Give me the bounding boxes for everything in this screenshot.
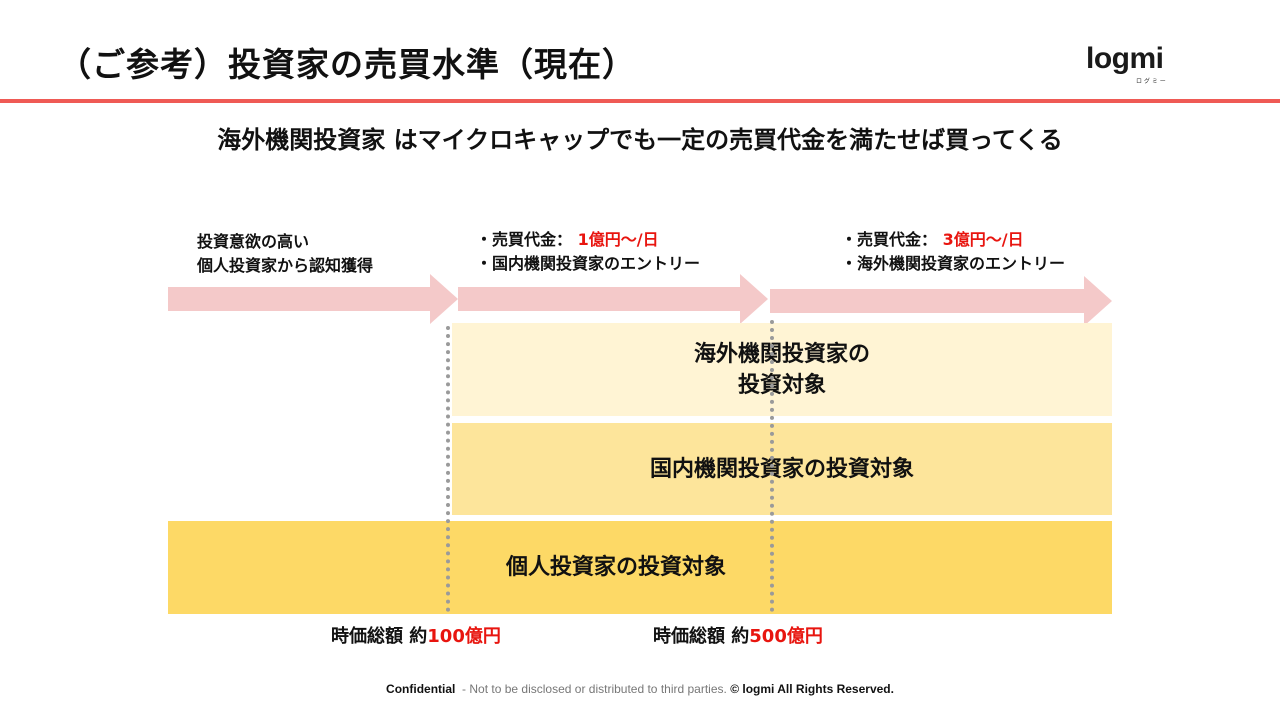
market-cap-500: 時価総額 約500億円 <box>653 622 823 648</box>
stage-3-line-1: ・売買代金： 3億円～/日 <box>841 228 1065 252</box>
stage-2-turnover-label: ・売買代金： <box>476 230 573 249</box>
market-cap-100-value: 100億円 <box>427 626 501 647</box>
footer-note: - Not to be disclosed or distributed to … <box>462 682 727 696</box>
band-individual-label: 個人投資家の投資対象 <box>505 555 726 580</box>
market-cap-100-label: 時価総額 約 <box>331 626 428 647</box>
header-divider <box>0 99 1280 103</box>
band-foreign-line-2: 投資対象 <box>737 372 826 398</box>
logo-subtext: ロ グ ミ ー <box>1136 78 1166 85</box>
market-cap-500-value: 500億円 <box>749 626 823 647</box>
stage-note-3: ・売買代金： 3億円～/日 ・海外機関投資家のエントリー <box>841 228 1065 276</box>
stage-1-line-1: 投資意欲の高い <box>197 232 310 251</box>
stage-3-turnover-label: ・売買代金： <box>841 230 938 249</box>
logo-wordmark: logmi <box>1086 42 1164 75</box>
footer-copyright: © logmi All Rights Reserved. <box>730 682 894 696</box>
stage-note-2: ・売買代金： 1億円～/日 ・国内機関投資家のエントリー <box>476 228 700 276</box>
band-individual: 個人投資家の投資対象 <box>168 521 1112 614</box>
stage-arrow-2 <box>458 274 768 324</box>
stage-2-line-2: ・国内機関投資家のエントリー <box>476 254 701 273</box>
threshold-line-100 <box>446 326 450 612</box>
page-title: （ご参考）投資家の売買水準（現在） <box>58 45 636 84</box>
stage-arrow-1 <box>168 274 458 324</box>
stage-note-1: 投資意欲の高い 個人投資家から認知獲得 <box>197 230 373 278</box>
headline: 海外機関投資家 はマイクロキャップでも一定の売買代金を満たせば買ってくる <box>217 126 1063 154</box>
band-foreign-institutional: 海外機関投資家の 投資対象 <box>452 323 1112 416</box>
threshold-line-500 <box>770 320 774 612</box>
logmi-logo: logmi ロ グ ミ ー <box>1086 42 1170 86</box>
footer: Confidential - Not to be disclosed or di… <box>0 682 1280 696</box>
stage-2-turnover-value: 1億円～/日 <box>577 230 659 249</box>
band-domestic-institutional: 国内機関投資家の投資対象 <box>452 423 1112 515</box>
band-domestic-label: 国内機関投資家の投資対象 <box>649 456 914 482</box>
band-foreign-line-1: 海外機関投資家の <box>693 341 870 367</box>
stage-3-line-2: ・海外機関投資家のエントリー <box>841 254 1066 273</box>
market-cap-100: 時価総額 約100億円 <box>331 622 501 648</box>
stage-2-line-1: ・売買代金： 1億円～/日 <box>476 228 700 252</box>
footer-confidential: Confidential <box>386 682 456 696</box>
stage-3-turnover-value: 3億円～/日 <box>942 230 1024 249</box>
market-cap-500-label: 時価総額 約 <box>653 626 750 647</box>
stage-arrow-3 <box>770 276 1112 326</box>
stage-1-line-2: 個人投資家から認知獲得 <box>197 256 374 275</box>
